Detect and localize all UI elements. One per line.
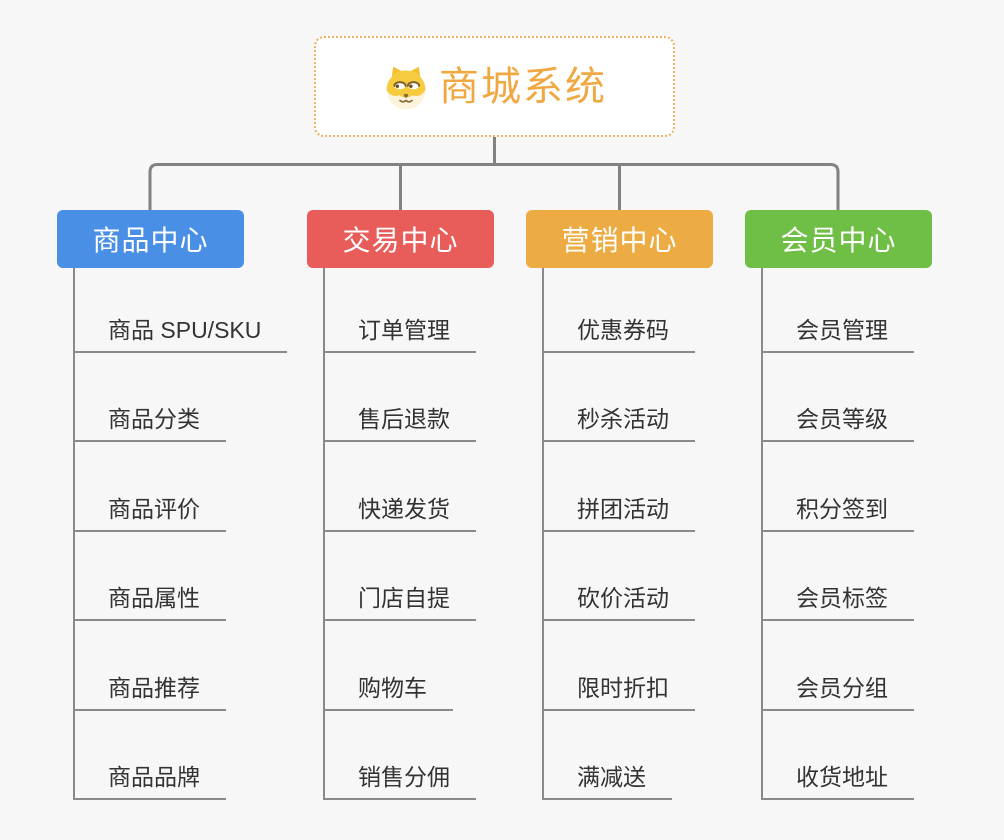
leaf-list: 商品 SPU/SKU 商品分类 商品评价 商品属性 商品推荐 商品品牌 [73, 268, 288, 800]
leaf-row: 积分签到 [763, 442, 914, 532]
branch-column-trade-center: 交易中心 订单管理 售后退款 快递发货 门店自提 购物车 销售分佣 [307, 210, 547, 800]
leaf-node[interactable]: 商品推荐 [75, 676, 226, 711]
leaf-row: 商品 SPU/SKU [75, 268, 288, 353]
leaf-row: 会员分组 [763, 621, 914, 711]
leaf-row: 商品推荐 [75, 621, 287, 711]
leaf-node[interactable]: 砍价活动 [544, 587, 695, 622]
branch-node-product-center[interactable]: 商品中心 [57, 210, 244, 268]
leaf-node[interactable]: 门店自提 [325, 587, 476, 622]
leaf-row: 商品分类 [75, 353, 287, 443]
leaf-row: 会员等级 [763, 353, 914, 443]
branch-node-marketing-center[interactable]: 营销中心 [526, 210, 713, 268]
leaf-node[interactable]: 商品评价 [75, 497, 226, 532]
branch-node-member-center[interactable]: 会员中心 [745, 210, 932, 268]
leaf-row: 快递发货 [325, 442, 476, 532]
leaf-row: 拼团活动 [544, 442, 695, 532]
root-title: 商城系统 [439, 64, 607, 109]
leaf-row: 满减送 [544, 711, 695, 800]
leaf-node[interactable]: 会员管理 [763, 319, 914, 353]
doge-icon [386, 66, 426, 109]
leaf-list: 优惠券码 秒杀活动 拼团活动 砍价活动 限时折扣 满减送 [542, 268, 695, 800]
leaf-list: 会员管理 会员等级 积分签到 会员标签 会员分组 收货地址 [761, 268, 914, 800]
leaf-node[interactable]: 满减送 [544, 765, 672, 800]
leaf-row: 售后退款 [325, 353, 476, 443]
leaf-row: 限时折扣 [544, 621, 695, 711]
leaf-row: 会员标签 [763, 532, 914, 622]
leaf-node[interactable]: 销售分佣 [325, 765, 476, 800]
leaf-node[interactable]: 快递发货 [325, 497, 476, 532]
leaf-row: 会员管理 [763, 268, 914, 353]
leaf-row: 购物车 [325, 621, 476, 711]
leaf-node[interactable]: 订单管理 [325, 319, 476, 353]
leaf-node[interactable]: 优惠券码 [544, 319, 695, 353]
leaf-node[interactable]: 商品品牌 [75, 765, 226, 800]
leaf-node[interactable]: 积分签到 [763, 497, 914, 532]
leaf-node[interactable]: 会员分组 [763, 676, 914, 711]
leaf-node[interactable]: 商品分类 [75, 408, 226, 443]
leaf-row: 商品评价 [75, 442, 287, 532]
leaf-row: 门店自提 [325, 532, 476, 622]
leaf-list: 订单管理 售后退款 快递发货 门店自提 购物车 销售分佣 [323, 268, 476, 800]
leaf-node[interactable]: 秒杀活动 [544, 408, 695, 443]
leaf-row: 订单管理 [325, 268, 476, 353]
leaf-node[interactable]: 拼团活动 [544, 497, 695, 532]
leaf-row: 销售分佣 [325, 711, 476, 800]
branch-column-member-center: 会员中心 会员管理 会员等级 积分签到 会员标签 会员分组 收货地址 [745, 210, 985, 800]
root-node-mall-system[interactable]: 商城系统 [314, 36, 675, 137]
leaf-node[interactable]: 商品属性 [75, 587, 226, 622]
branch-node-trade-center[interactable]: 交易中心 [307, 210, 494, 268]
leaf-row: 商品品牌 [75, 711, 287, 800]
leaf-row: 优惠券码 [544, 268, 695, 353]
leaf-row: 砍价活动 [544, 532, 695, 622]
leaf-node[interactable]: 商品 SPU/SKU [75, 319, 288, 353]
leaf-node[interactable]: 会员等级 [763, 408, 914, 443]
leaf-node[interactable]: 购物车 [325, 676, 453, 711]
leaf-row: 秒杀活动 [544, 353, 695, 443]
branch-column-product-center: 商品中心 商品 SPU/SKU 商品分类 商品评价 商品属性 商品推荐 商品品牌 [57, 210, 297, 800]
branch-column-marketing-center: 营销中心 优惠券码 秒杀活动 拼团活动 砍价活动 限时折扣 满减送 [526, 210, 766, 800]
leaf-node[interactable]: 限时折扣 [544, 676, 695, 711]
leaf-node[interactable]: 售后退款 [325, 408, 476, 443]
leaf-node[interactable]: 收货地址 [763, 765, 914, 800]
leaf-row: 商品属性 [75, 532, 287, 622]
leaf-node[interactable]: 会员标签 [763, 587, 914, 622]
leaf-row: 收货地址 [763, 711, 914, 800]
